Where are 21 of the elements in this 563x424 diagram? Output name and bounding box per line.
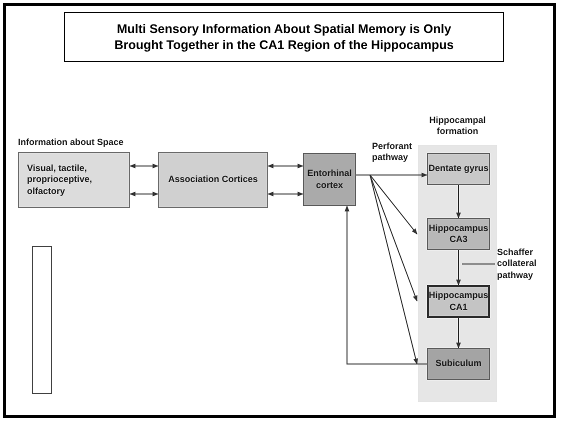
arrow bbox=[456, 184, 461, 219]
process-box: Hippocampus CA3 bbox=[427, 218, 490, 250]
process-box: Dentate gyrus bbox=[427, 153, 490, 185]
arrow bbox=[356, 174, 418, 365]
process-box: Hippocampus CA1 bbox=[427, 285, 490, 318]
empty-box bbox=[32, 246, 52, 394]
process-box: Association Cortices bbox=[158, 152, 268, 208]
arrow bbox=[456, 250, 461, 286]
title-box: Multi Sensory Information About Spatial Memory is Only Brought Together in the CA1 Region of the Hippocampus bbox=[64, 12, 504, 62]
arrow bbox=[267, 164, 304, 168]
arrow bbox=[267, 192, 304, 196]
arrow bbox=[129, 164, 159, 168]
annotation-text: Schaffer collateral pathway bbox=[497, 243, 553, 285]
band-heading: Hippocampal formation bbox=[428, 115, 487, 138]
arrow bbox=[344, 205, 428, 364]
sensory-box: Visual, tactile, proprioceptive, olfactory bbox=[18, 152, 130, 208]
process-box: Subiculum bbox=[427, 348, 490, 380]
arrow bbox=[129, 192, 159, 196]
section-heading: Information about Space bbox=[18, 137, 124, 147]
arrow bbox=[456, 318, 461, 349]
process-box: Entorhinal cortex bbox=[303, 153, 356, 206]
